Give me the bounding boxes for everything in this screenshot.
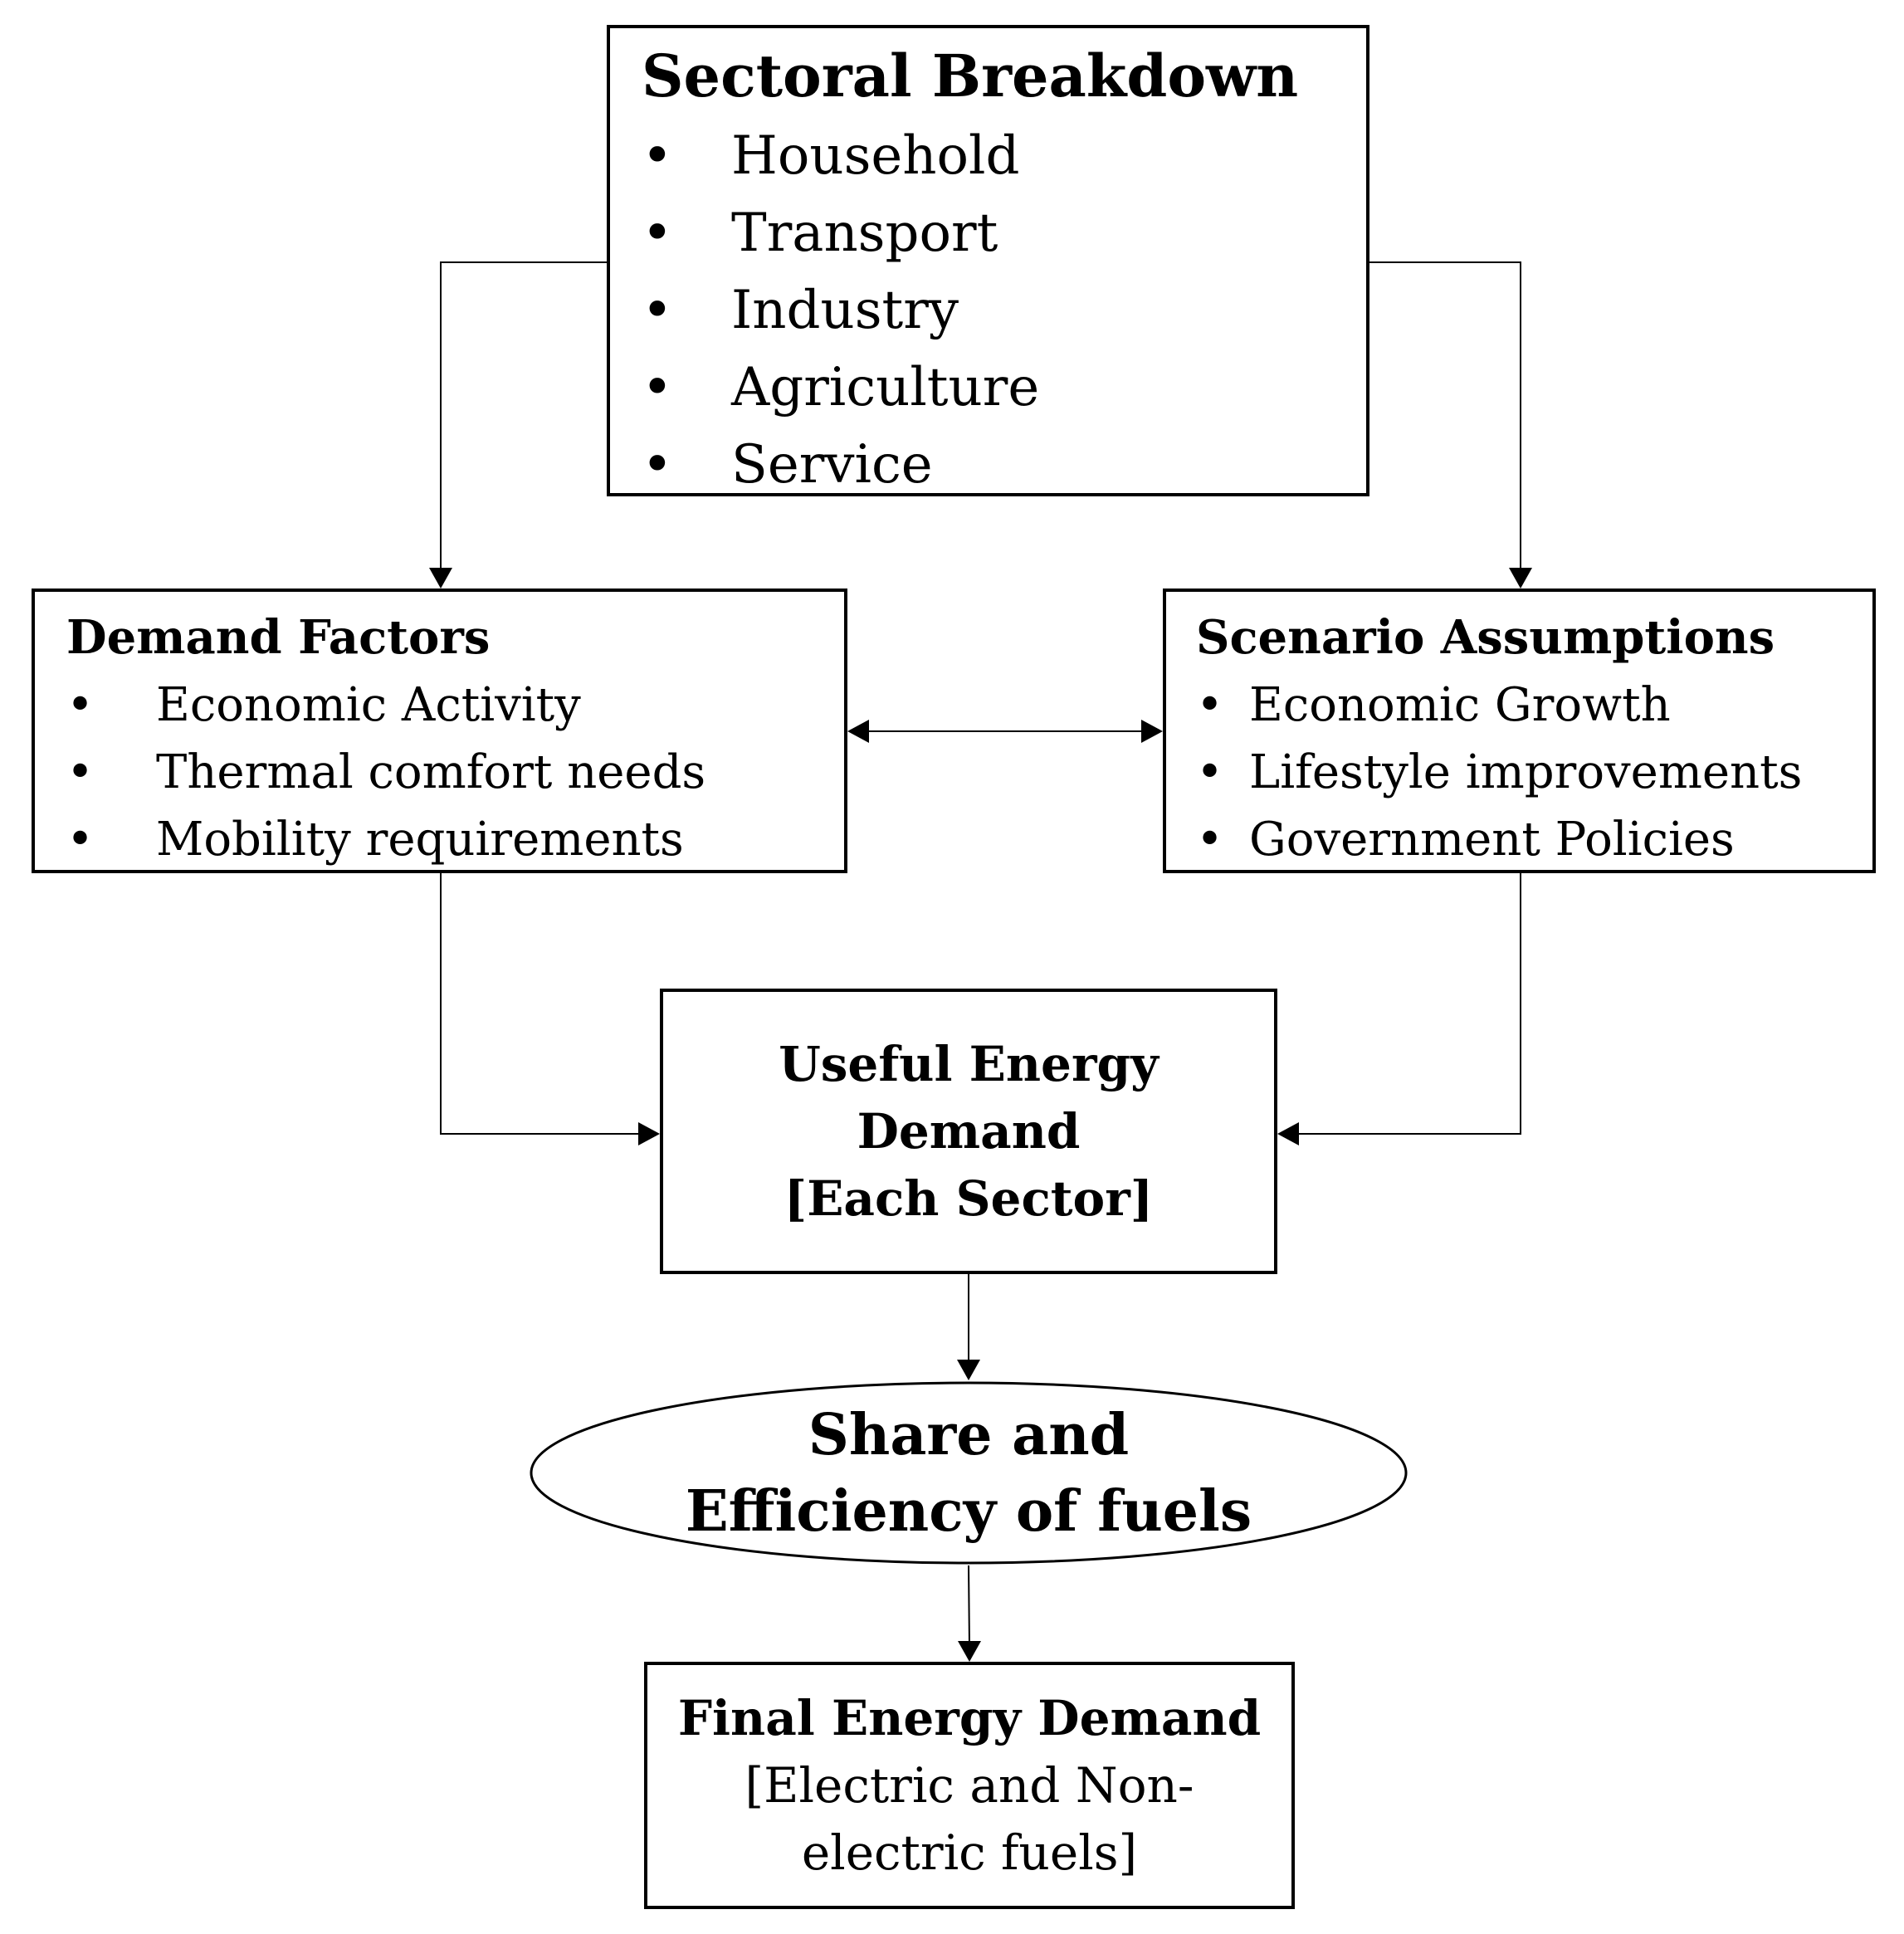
list-item: • Mobility requirements [66,806,844,873]
bullet-icon: • [66,678,95,732]
list-item: • Economic Growth [1196,672,1872,739]
connector-sectoral-to-demand [440,261,607,574]
demand-factors-list: • Economic Activity • Thermal comfort need… [66,672,844,873]
sector-service: Service [731,434,933,496]
share-efficiency-ellipse: Share and Efficiency of fuels [529,1380,1408,1565]
arrowhead-demand-top [429,568,452,589]
sectoral-breakdown-box: Sectoral Breakdown • Household • Transport… [607,25,1369,496]
bullet-icon: • [1196,813,1224,867]
bullet-icon: • [1196,678,1224,732]
share-efficiency-line-1: Share and [808,1401,1130,1468]
scenario-assumptions-box: Scenario Assumptions • Economic Growth • L… [1163,589,1876,873]
bullet-icon: • [642,125,673,187]
list-item: • Transport [642,195,1366,272]
sector-industry: Industry [731,280,959,341]
scenario-assumptions-title: Scenario Assumptions [1196,610,1775,665]
assumption-economic-growth: Economic Growth [1249,678,1671,732]
list-item: • Thermal comfort needs [66,739,844,806]
bullet-icon: • [66,813,95,867]
demand-factors-box: Demand Factors • Economic Activity • Therm… [32,589,847,873]
assumption-lifestyle: Lifestyle improvements [1249,745,1803,799]
arrowhead-scenario-left [1141,720,1163,743]
sectoral-breakdown-title: Sectoral Breakdown [642,42,1299,110]
bullet-icon: • [1196,745,1224,799]
useful-energy-line-1: Useful Energy [779,1035,1159,1092]
list-item: • Agriculture [642,349,1366,427]
final-energy-line-2: electric fuels] [801,1824,1138,1881]
ellipse-shape [530,1381,1408,1565]
bullet-icon: • [642,203,673,264]
arrowhead-demand-right [847,720,869,743]
list-item: • Lifestyle improvements [1196,739,1872,806]
demand-factors-title: Demand Factors [66,610,491,665]
bullet-icon: • [642,280,673,341]
bullet-icon: • [642,434,673,496]
list-item: • Service [642,427,1366,504]
list-item: • Economic Activity [66,672,844,739]
final-energy-demand-box: Final Energy Demand [Electric and Non- e… [644,1662,1295,1909]
arrowhead-final-top [958,1641,981,1662]
connector-demand-to-useful [440,873,646,1135]
final-energy-line-1: [Electric and Non- [745,1756,1194,1814]
list-item: • Industry [642,272,1366,349]
final-energy-title: Final Energy Demand [677,1689,1262,1746]
factor-thermal-comfort: Thermal comfort needs [156,745,706,799]
useful-energy-line-2: Demand [857,1102,1081,1160]
arrowhead-share-top [957,1360,980,1380]
sectoral-breakdown-list: • Household • Transport • Industry • Agricul… [642,118,1366,504]
list-item: • Household [642,118,1366,195]
share-efficiency-line-2: Efficiency of fuels [685,1477,1252,1545]
connector-scenario-to-useful [1291,873,1521,1135]
factor-economic-activity: Economic Activity [156,678,581,732]
connector-sectoral-to-scenario [1369,261,1521,574]
useful-energy-demand-box: Useful Energy Demand [Each Sector] [660,989,1277,1274]
sector-household: Household [731,125,1020,187]
sector-transport: Transport [731,203,998,264]
bullet-icon: • [642,357,673,418]
factor-mobility: Mobility requirements [156,813,684,867]
arrowhead-scenario-top [1509,568,1532,589]
useful-energy-line-3: [Each Sector] [784,1170,1154,1227]
bullet-icon: • [66,745,95,799]
list-item: • Government Policies [1196,806,1872,873]
assumption-government-policies: Government Policies [1249,813,1735,867]
arrowhead-useful-right [1277,1122,1299,1145]
sector-agriculture: Agriculture [731,357,1040,418]
scenario-assumptions-list: • Economic Growth • Lifestyle improvements… [1196,672,1872,873]
arrowhead-useful-left [638,1122,660,1145]
